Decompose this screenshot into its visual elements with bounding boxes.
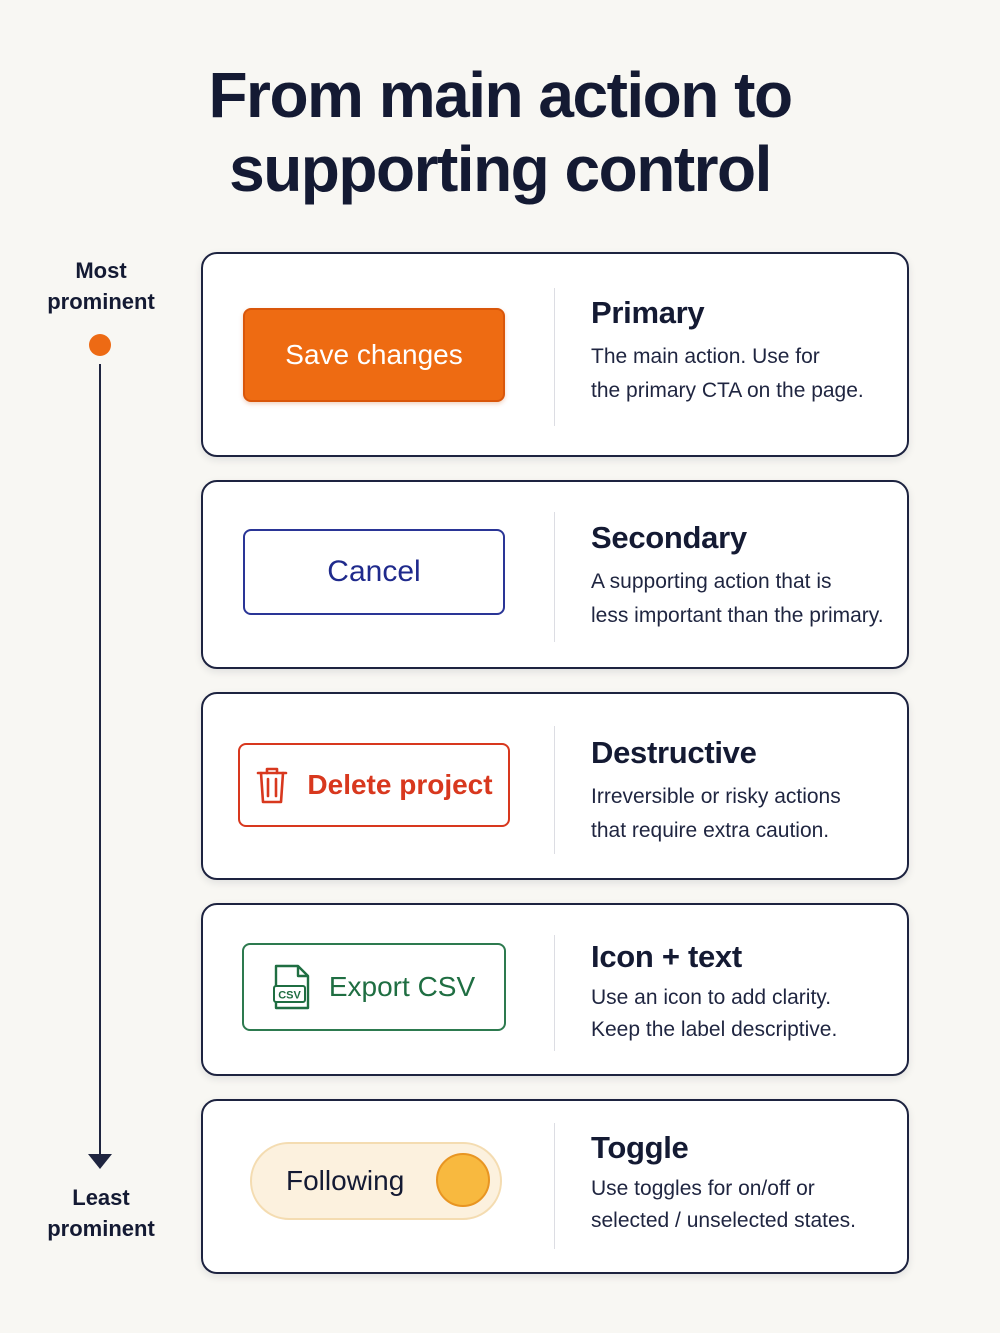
- card-title: Primary: [591, 295, 705, 330]
- card-divider: [554, 726, 555, 854]
- axis-label-most-prominent: Most prominent: [20, 255, 182, 317]
- card-description-line-1: The main action. Use for: [591, 345, 820, 368]
- axis-top-line-2: prominent: [47, 289, 155, 314]
- card-divider: [554, 512, 555, 642]
- export-csv-button[interactable]: CSV Export CSV: [242, 943, 506, 1031]
- card-divider: [554, 1123, 555, 1249]
- card-description-line-1: Use an icon to add clarity.: [591, 986, 832, 1009]
- trash-icon: [255, 765, 289, 805]
- axis-bottom-line-2: prominent: [47, 1216, 155, 1241]
- page-title-line-1: From main action to: [208, 59, 793, 131]
- save-changes-button-label: Save changes: [285, 339, 463, 370]
- save-changes-button[interactable]: Save changes: [243, 308, 505, 402]
- card-description: Use toggles for on/off or selected / uns…: [591, 1173, 893, 1237]
- cancel-button-label: Cancel: [327, 555, 421, 588]
- axis-top-line-1: Most: [75, 258, 127, 283]
- axis-label-least-prominent: Least prominent: [20, 1182, 182, 1244]
- card-title: Destructive: [591, 735, 757, 770]
- card-description-line-1: Use toggles for on/off or: [591, 1177, 815, 1200]
- card-description-line-2: Keep the label descriptive.: [591, 1018, 838, 1041]
- axis-arrow-down-icon: [88, 1154, 112, 1169]
- card-divider: [554, 935, 555, 1051]
- card-icon-text: CSV Export CSV Icon + text Use an icon t…: [201, 903, 909, 1076]
- card-title: Toggle: [591, 1130, 689, 1165]
- cancel-button[interactable]: Cancel: [243, 529, 505, 615]
- card-title: Secondary: [591, 520, 747, 555]
- card-title: Icon + text: [591, 939, 742, 974]
- toggle-knob[interactable]: [436, 1153, 490, 1207]
- card-destructive: Delete project Destructive Irreversible …: [201, 692, 909, 880]
- card-description-line-2: selected / unselected states.: [591, 1209, 856, 1232]
- following-toggle-label: Following: [286, 1165, 405, 1196]
- delete-project-button-label: Delete project: [307, 769, 493, 800]
- card-primary-text: Primary The main action. Use for the pri…: [591, 294, 893, 408]
- card-secondary-text: Secondary A supporting action that is le…: [591, 519, 893, 633]
- card-description-line-2: less important than the primary.: [591, 604, 884, 627]
- export-csv-button-label: Export CSV: [328, 971, 476, 1002]
- axis-start-dot: [89, 334, 111, 356]
- axis-bottom-line-1: Least: [72, 1185, 130, 1210]
- card-description: Use an icon to add clarity. Keep the lab…: [591, 982, 893, 1046]
- card-description-line-1: Irreversible or risky actions: [591, 785, 841, 808]
- card-description: A supporting action that is less importa…: [591, 565, 893, 633]
- card-description: Irreversible or risky actions that requi…: [591, 780, 893, 848]
- card-toggle: Following Toggle Use toggles for on/off …: [201, 1099, 909, 1274]
- following-toggle[interactable]: Following: [250, 1142, 502, 1220]
- card-divider: [554, 288, 555, 426]
- card-description-line-2: that require extra caution.: [591, 819, 830, 842]
- card-primary: Save changes Primary The main action. Us…: [201, 252, 909, 457]
- delete-project-button[interactable]: Delete project: [238, 743, 510, 827]
- card-description-line-2: the primary CTA on the page.: [591, 379, 864, 402]
- csv-file-icon: CSV: [272, 963, 311, 1011]
- page-title-line-2: supporting control: [229, 133, 772, 205]
- card-secondary: Cancel Secondary A supporting action tha…: [201, 480, 909, 669]
- card-description: The main action. Use for the primary CTA…: [591, 340, 893, 408]
- card-icon-text-text: Icon + text Use an icon to add clarity. …: [591, 938, 893, 1046]
- page-title: From main action to supporting control: [0, 58, 1000, 206]
- axis-line: [99, 364, 101, 1158]
- csv-icon-text: CSV: [278, 990, 301, 1002]
- card-destructive-text: Destructive Irreversible or risky action…: [591, 734, 893, 848]
- card-description-line-1: A supporting action that is: [591, 570, 832, 593]
- card-toggle-text: Toggle Use toggles for on/off or selecte…: [591, 1129, 893, 1237]
